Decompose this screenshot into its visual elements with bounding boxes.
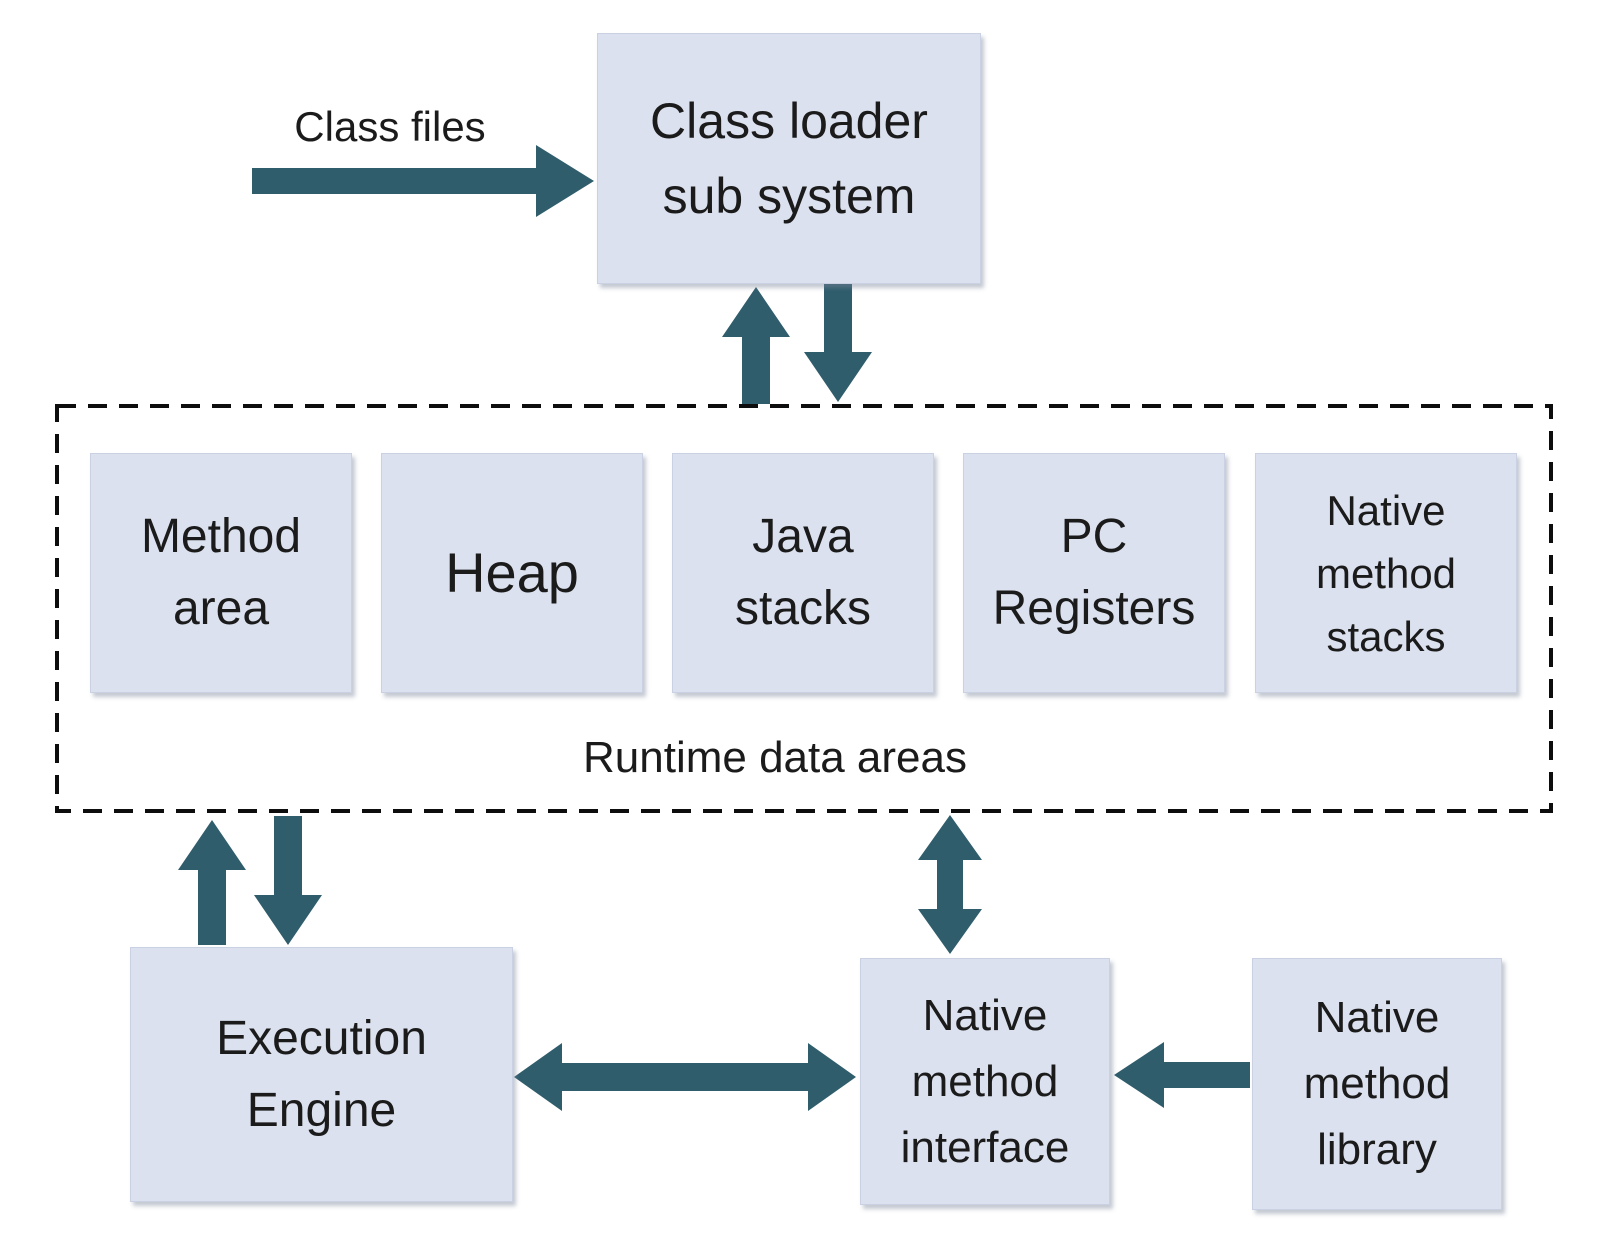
class-files-label: Class files — [294, 103, 486, 150]
node-method-area: Method area — [90, 453, 352, 693]
class-loader-label: Class loader sub system — [650, 92, 928, 224]
runtime-execution-up-arrow — [178, 820, 246, 945]
runtime-nmi-double-arrow — [918, 815, 982, 954]
runtime-data-areas-container — [55, 404, 1553, 813]
node-native-method-stacks: Native method stacks — [1255, 453, 1517, 693]
node-execution-engine: Execution Engine — [130, 947, 513, 1202]
library-nmi-arrow — [1114, 1042, 1250, 1108]
method-area-label: Method area — [140, 510, 302, 635]
java-stacks-label: Java stacks — [734, 510, 872, 635]
heap-label: Heap — [445, 541, 579, 604]
runtime-data-areas-label: Runtime data areas — [583, 733, 967, 782]
node-class-loader-subsystem: Class loader sub system — [597, 33, 981, 284]
node-heap: Heap — [381, 453, 643, 693]
node-java-stacks: Java stacks — [672, 453, 934, 693]
execution-nmi-double-arrow — [514, 1043, 856, 1111]
node-native-method-interface: Native method interface — [860, 958, 1110, 1205]
native-method-interface-label: Native method interface — [900, 990, 1070, 1172]
execution-engine-label: Execution Engine — [216, 1011, 427, 1137]
classloader-runtime-up-arrow — [722, 287, 790, 404]
native-method-library-label: Native method library — [1303, 993, 1451, 1174]
runtime-execution-down-arrow — [254, 816, 322, 945]
pc-registers-label: PC Registers — [992, 510, 1196, 635]
node-pc-registers: PC Registers — [963, 453, 1225, 693]
class-files-arrow — [252, 145, 594, 217]
node-native-method-library: Native method library — [1252, 958, 1502, 1210]
classloader-runtime-down-arrow — [804, 284, 872, 402]
native-method-stacks-label: Native method stacks — [1315, 486, 1457, 660]
